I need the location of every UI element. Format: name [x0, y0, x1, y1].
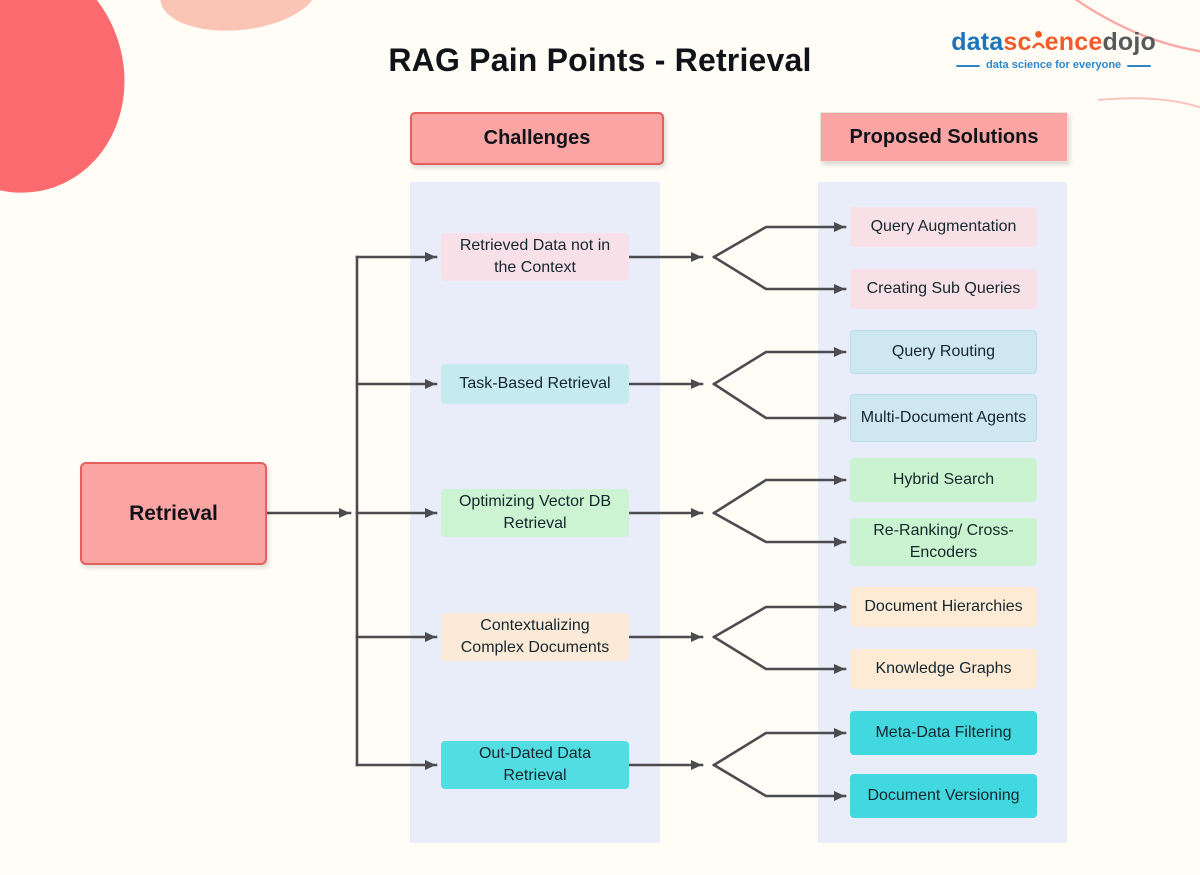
logo-tagline: data science for everyone [951, 60, 1156, 71]
node-challenge-3: Optimizing Vector DB Retrieval [441, 489, 629, 537]
node-challenge-5: Out-Dated Data Retrieval [441, 741, 629, 789]
node-solution-5a: Meta-Data Filtering [850, 711, 1037, 755]
node-solution-4a: Document Hierarchies [850, 587, 1037, 627]
tagline-dash [1127, 64, 1152, 67]
person-icon [1031, 31, 1045, 50]
proposed-solutions-header: Proposed Solutions [820, 112, 1068, 162]
corner-blob-red [0, 0, 158, 224]
node-solution-3b: Re-Ranking/ Cross-Encoders [850, 518, 1037, 566]
node-solution-5b: Document Versioning [850, 774, 1037, 818]
tagline-dash [956, 64, 981, 67]
node-challenge-1: Retrieved Data not in the Context [441, 233, 629, 281]
logo-part-data: data [951, 28, 1004, 56]
tagline-text: data science for everyone [986, 59, 1122, 71]
top-blob-pink [156, 0, 322, 39]
corner-arc-lines [1074, 0, 1200, 109]
decorative-arc [1074, 0, 1200, 53]
logo-part-dojo: dojo [1102, 28, 1156, 56]
page-title: RAG Pain Points - Retrieval [388, 42, 812, 78]
challenges-header: Challenges [410, 112, 664, 165]
node-solution-2b: Multi-Document Agents [850, 394, 1037, 442]
node-solution-1a: Query Augmentation [850, 207, 1037, 247]
logo-part-sc: sc [1003, 28, 1032, 56]
node-solution-3a: Hybrid Search [850, 458, 1037, 502]
node-solution-4b: Knowledge Graphs [850, 649, 1037, 689]
logo-part-ence: ence [1044, 28, 1103, 56]
node-solution-1b: Creating Sub Queries [850, 269, 1037, 309]
node-solution-2a: Query Routing [850, 330, 1037, 374]
node-challenge-4: Contextualizing Complex Documents [441, 613, 629, 661]
node-retrieval: Retrieval [80, 462, 267, 565]
decorative-arc [1097, 97, 1200, 109]
node-challenge-2: Task-Based Retrieval [441, 364, 629, 404]
